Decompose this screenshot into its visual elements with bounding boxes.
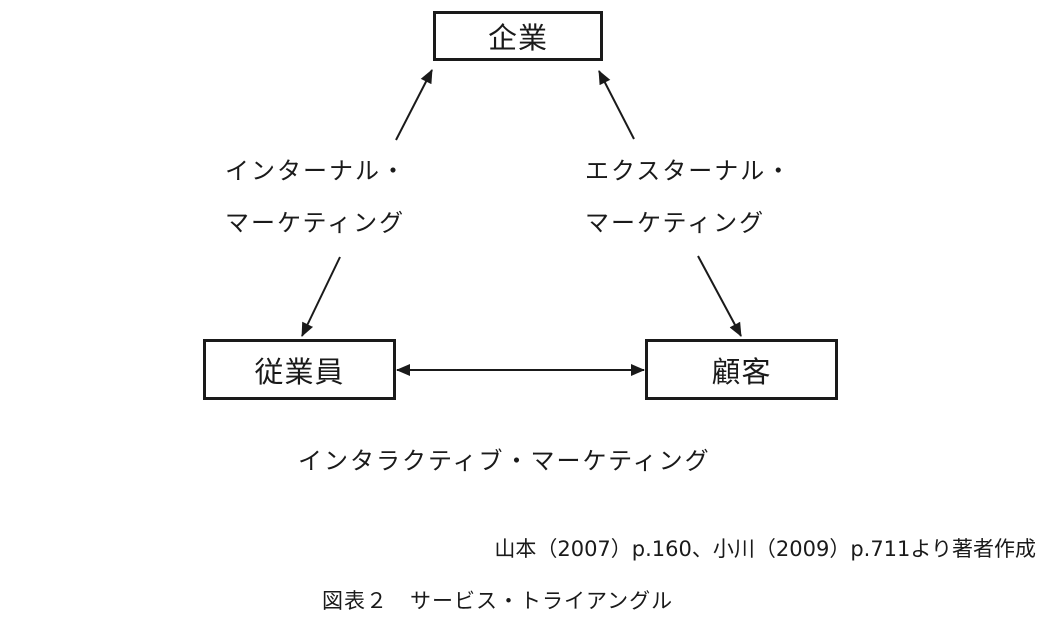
edge-label-internal-line-1: インターナル・ <box>225 157 407 185</box>
node-company-label: 企業 <box>487 21 548 55</box>
source-note: 山本（2007）p.160、小川（2009）p.711より著者作成 <box>494 537 1036 561</box>
node-employee: 従業員 <box>203 339 396 400</box>
node-company: 企業 <box>433 11 603 61</box>
edge-label-external-line-2: マーケティング <box>585 209 766 237</box>
node-employee-label: 従業員 <box>254 354 345 389</box>
arrow-internal-to-company <box>395 69 433 141</box>
arrow-external-to-customer <box>697 255 742 337</box>
arrow-external-to-company <box>598 70 635 140</box>
arrow-internal-to-employee <box>301 256 341 337</box>
figure-caption: 図表２ サービス・トライアングル <box>322 589 674 613</box>
edge-label-external-marketing: エクスターナル・ マーケティング <box>585 145 792 249</box>
edge-label-internal-line-2: マーケティング <box>225 209 406 237</box>
edge-label-external-line-1: エクスターナル・ <box>585 157 793 185</box>
node-customer: 顧客 <box>645 339 838 400</box>
edge-label-interactive-marketing: インタラクティブ・マーケティング <box>298 447 711 475</box>
node-customer-label: 顧客 <box>711 354 772 389</box>
edge-label-internal-marketing: インターナル・ マーケティング <box>225 145 407 249</box>
